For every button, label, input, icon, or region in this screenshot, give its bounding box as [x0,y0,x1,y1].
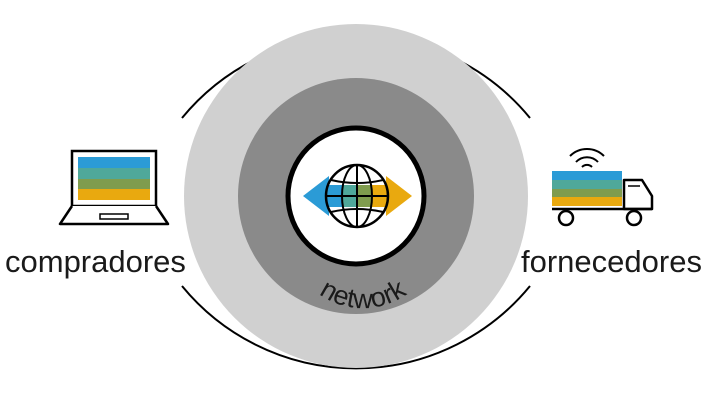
outer-arc-bottom [181,285,531,370]
wifi-signal-icon [569,147,605,168]
buyers-label: compradores [5,244,186,279]
truck-icon [552,171,654,227]
globe-icon [303,163,412,229]
suppliers-label: fornecedores [521,244,702,279]
laptop-icon [58,149,170,226]
